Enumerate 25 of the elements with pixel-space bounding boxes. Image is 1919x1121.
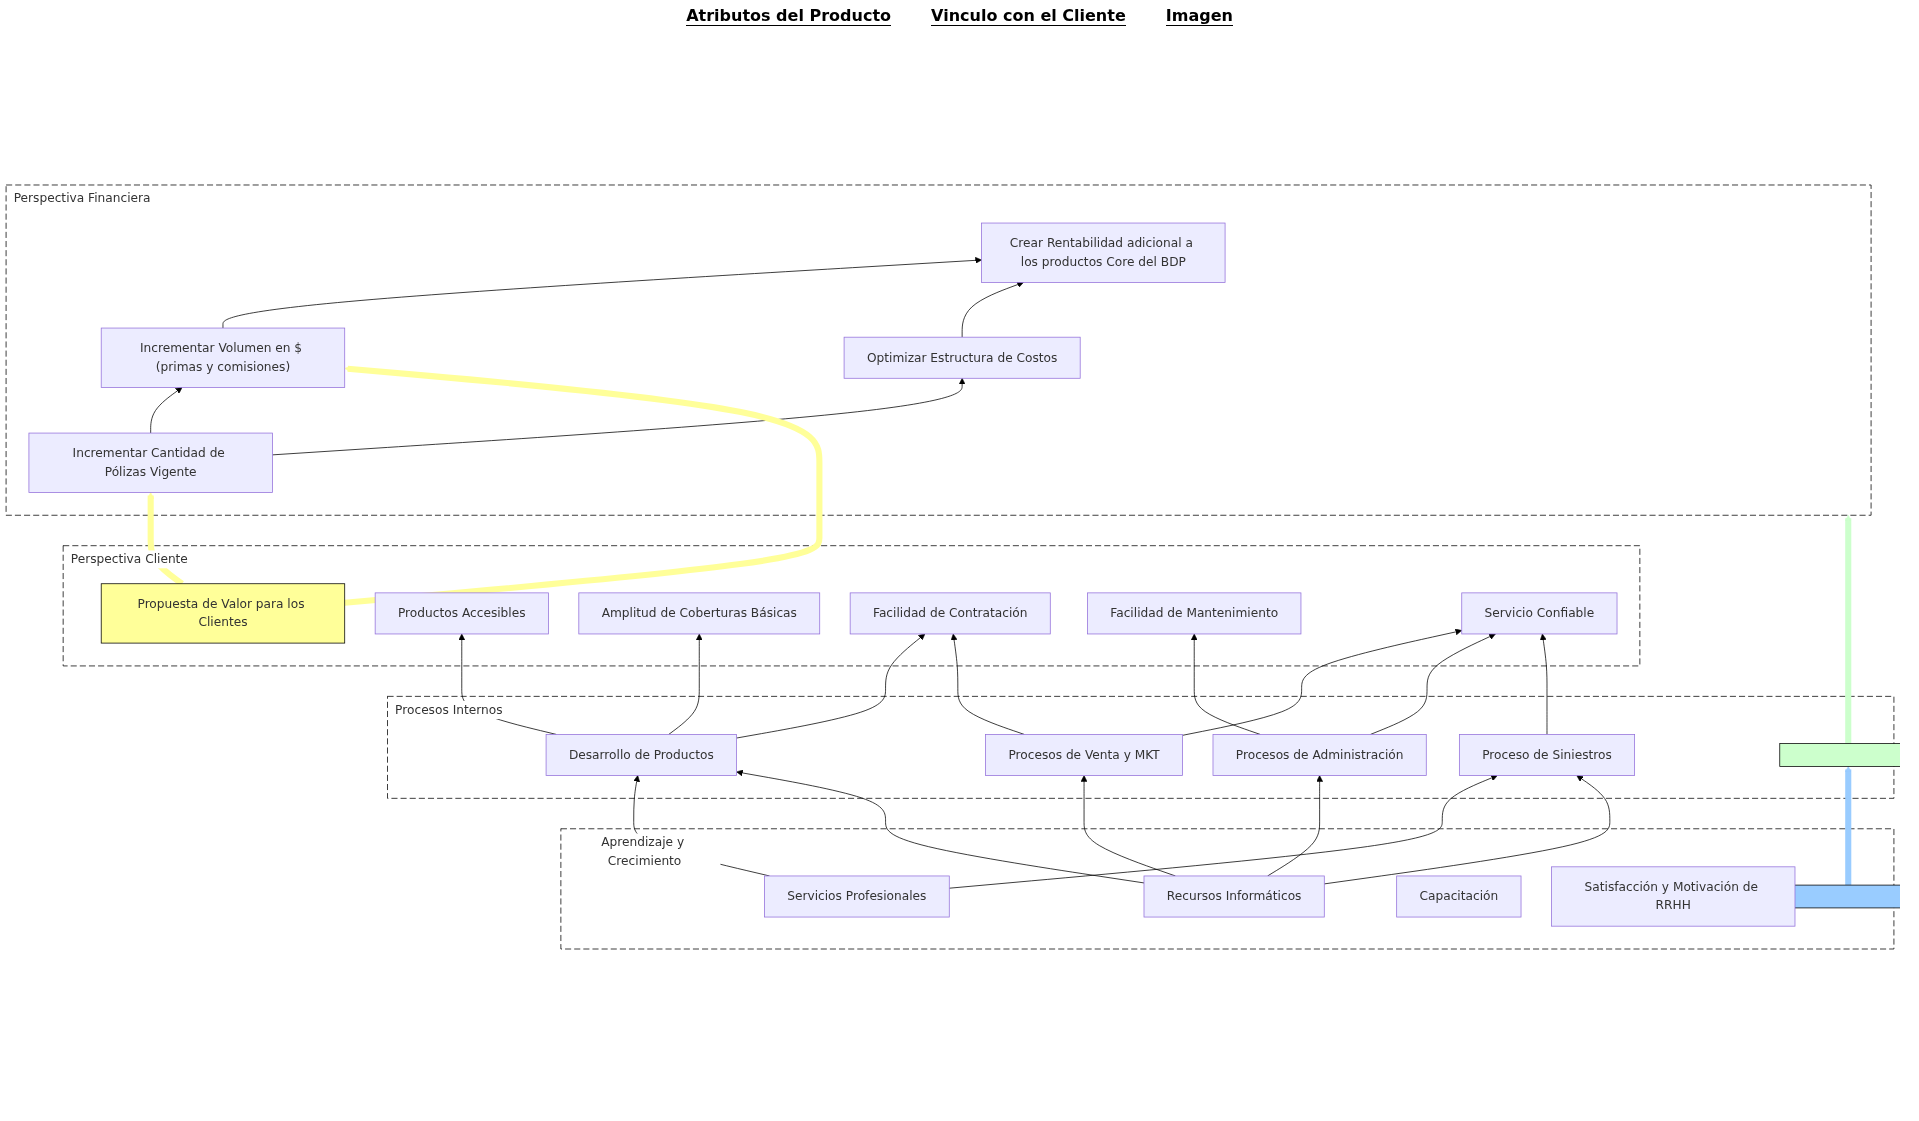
column-heading: Imagen [1165,6,1233,26]
node-box: Incrementar Volumen en $ (primas y comisiones) [100,327,346,388]
node-box: Proceso de Siniestros [1459,734,1635,776]
node-box: Servicio Confiable [1461,592,1618,635]
node-box: Desarrollo de Productos [545,734,737,776]
node-box: Recursos Informáticos [1143,875,1325,918]
column-heading: Atributos del Producto [686,6,892,26]
node-box: Crear Rentabilidad adicional a los productos Core del BDP [981,222,1226,283]
node-bar [1779,743,1900,767]
node-box: Procesos de Administración [1212,734,1427,776]
node-box: Optimizar Estructura de Costos [843,336,1081,379]
column-heading: Vinculo con el Cliente [931,6,1126,26]
node-box: Servicios Profesionales [764,875,950,918]
node-box: Capacitación [1396,875,1522,918]
node-box: Amplitud de Coberturas Básicas [578,592,821,635]
node-box: Satisfacción y Motivación de RRHH [1551,866,1796,927]
arrow [1844,766,1852,886]
node-box: Procesos de Venta y MKT [985,734,1183,776]
node-box: Propuesta de Valor para los Clientes [100,583,346,644]
arrow [1844,514,1852,744]
node-box: Incrementar Cantidad de Pólizas Vigente [28,432,273,493]
node-box: Facilidad de Mantenimiento [1087,592,1302,635]
node-box: Productos Accesibles [374,592,549,635]
node-box: Facilidad de Contratación [849,592,1051,635]
arrow [344,365,823,606]
